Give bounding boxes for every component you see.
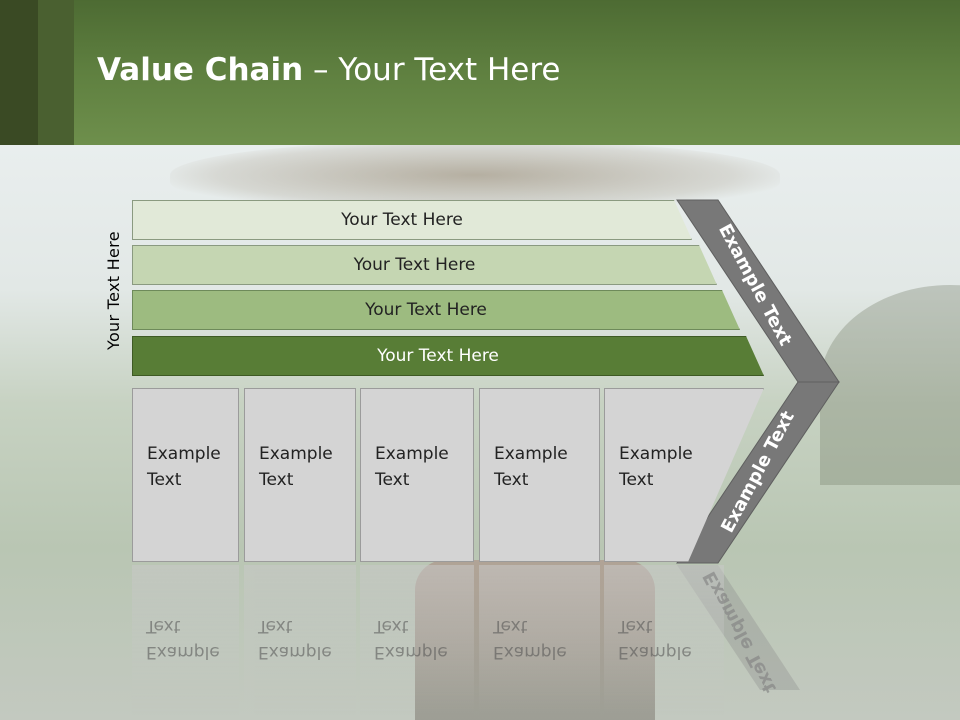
reflection-text: Text	[146, 616, 181, 636]
activity-box-4-reflection: Example Text	[479, 565, 600, 715]
bar-2-label: Your Text Here	[353, 255, 476, 275]
activity-box-5-line1: Example	[619, 444, 693, 464]
activity-box-4[interactable]: Example Text	[479, 388, 600, 562]
activity-box-2-reflection: Example Text	[244, 565, 356, 715]
activity-box-5-line2: Text	[619, 470, 654, 490]
activity-box-4-line2: Text	[494, 470, 529, 490]
title-bar-accent-strip	[0, 0, 38, 145]
activity-box-2-line1: Example	[259, 444, 333, 464]
reflection-text: Example	[374, 642, 448, 662]
bar-3[interactable]: Your Text Here	[132, 290, 740, 330]
activity-box-2-line2: Text	[259, 470, 294, 490]
title-bar: Value Chain – Your Text Here	[0, 0, 960, 145]
reflection-text: Text	[258, 616, 293, 636]
activity-box-4-line1: Example	[494, 444, 568, 464]
bar-3-label: Your Text Here	[365, 300, 487, 320]
bar-4[interactable]: Your Text Here	[132, 336, 764, 376]
activity-box-1-line1: Example	[147, 444, 221, 464]
title-bar-accent-strip	[38, 0, 74, 145]
reflection-text: Example	[258, 642, 332, 662]
slide-title-rest: – Your Text Here	[303, 52, 561, 88]
activity-box-1-line2: Text	[147, 470, 182, 490]
activity-box-3[interactable]: Example Text	[360, 388, 474, 562]
reflection-text: Text	[493, 616, 528, 636]
activity-box-3-reflection: Example Text	[360, 565, 474, 715]
reflection-text: Text	[374, 616, 409, 636]
activity-box-3-line1: Example	[375, 444, 449, 464]
bar-2[interactable]: Your Text Here	[132, 245, 717, 285]
reflection-text: Example	[493, 642, 567, 662]
reflection-text: Text	[618, 616, 653, 636]
activity-box-3-line2: Text	[375, 470, 410, 490]
reflection-text: Example	[146, 642, 220, 662]
slide-title-bold: Value Chain	[97, 52, 304, 88]
activity-box-1-reflection: Example Text	[132, 565, 239, 715]
activity-box-1[interactable]: Example Text	[132, 388, 239, 562]
activity-box-2[interactable]: Example Text	[244, 388, 356, 562]
reflection-text: Example	[618, 642, 692, 662]
background-bundle-shape	[170, 140, 780, 210]
slide-title[interactable]: Value Chain – Your Text Here	[97, 52, 560, 88]
bar-4-label: Your Text Here	[377, 346, 499, 366]
bar-1-label: Your Text Here	[341, 210, 463, 230]
chevron-lower-arm[interactable]	[676, 381, 840, 564]
bar-1[interactable]: Your Text Here	[132, 200, 692, 240]
